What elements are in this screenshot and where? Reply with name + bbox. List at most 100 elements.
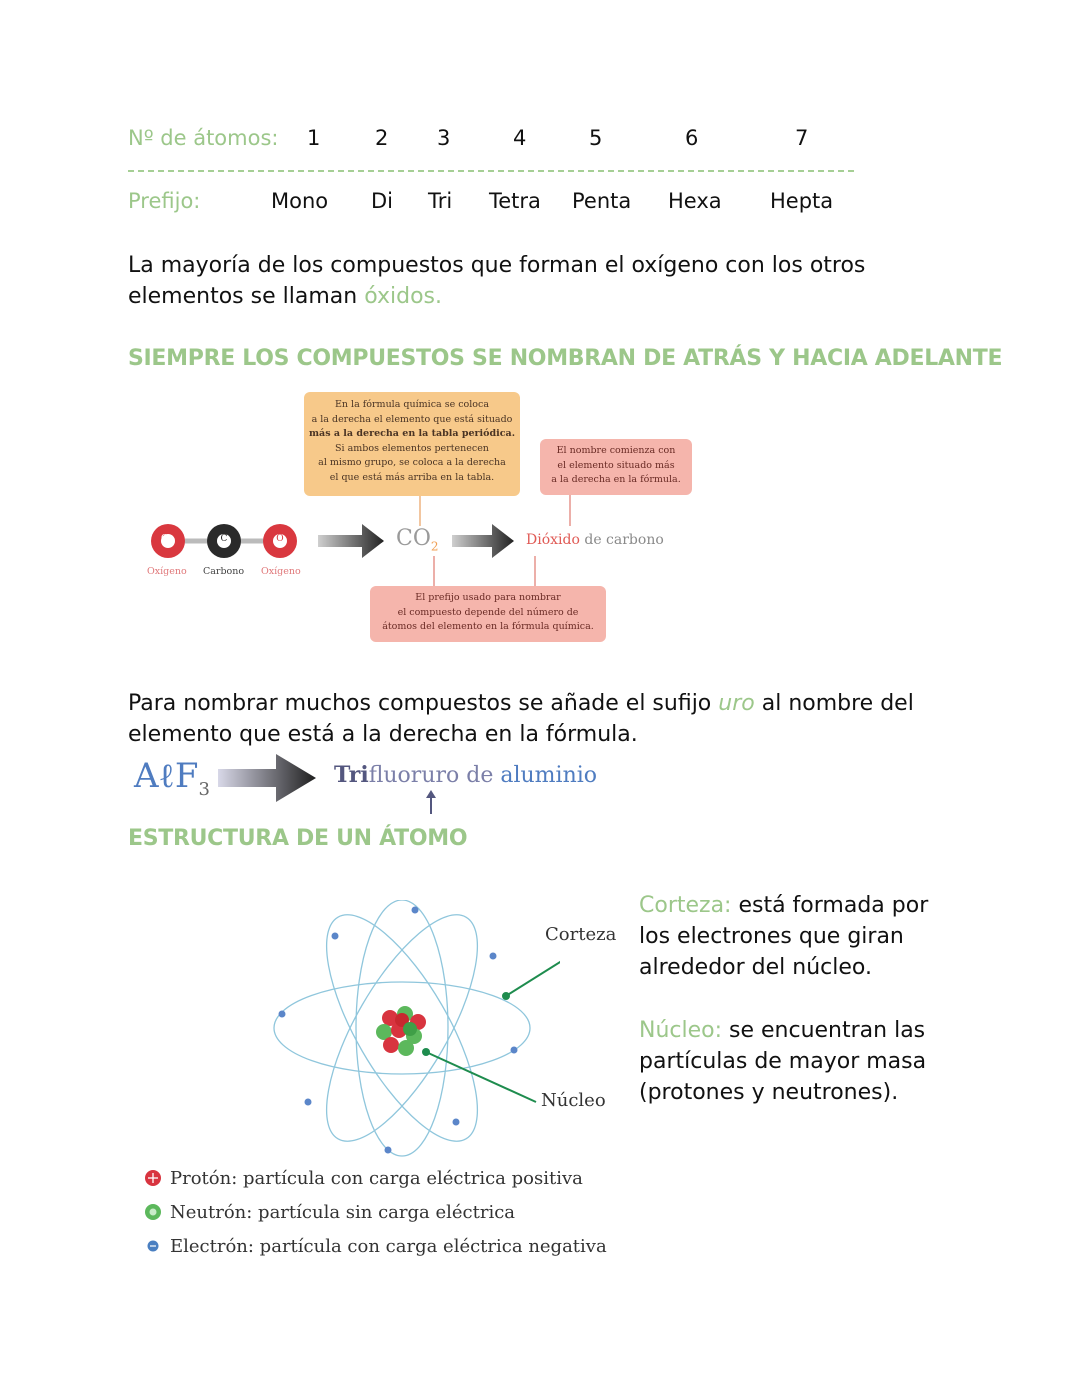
suffix-line-1a: Para nombrar muchos compuestos se añade … xyxy=(128,691,712,716)
suffix-line-1: Para nombrar muchos compuestos se añade … xyxy=(128,688,988,719)
alf3-name-end: aluminio xyxy=(500,763,598,788)
suffix-line-1b: al nombre del xyxy=(761,691,914,716)
corteza-term: Corteza: xyxy=(639,893,732,918)
carbon-atom xyxy=(207,524,241,558)
prefix-rule-line: el compuesto depende del número de xyxy=(397,606,579,618)
alf3-formula: AℓF3 xyxy=(134,756,210,800)
legend-proton-text: Protón: partícula con carga eléctrica po… xyxy=(170,1168,583,1189)
suffix-line-2: elemento que está a la derecha en la fór… xyxy=(128,722,638,747)
nucleo-term: Núcleo: xyxy=(639,1018,723,1043)
heading-atom-structure: ESTRUCTURA DE UN ÁTOMO xyxy=(128,826,468,851)
co2-name-prefix: Dióxido xyxy=(526,532,580,548)
suffix-word: uro xyxy=(718,691,755,716)
atom-letter-c-text: C xyxy=(220,534,228,544)
atom-count-2: 2 xyxy=(375,126,389,150)
corteza-pointer-dot xyxy=(502,992,510,1000)
co2-naming-diagram: En la fórmula química se coloca a la der… xyxy=(140,390,700,650)
nucleo-desc-line-3: (protones y neutrones). xyxy=(639,1080,899,1105)
co2-name: Dióxido de carbono xyxy=(526,532,664,548)
atom-letter-o-right: O xyxy=(273,534,287,544)
atom-diagram xyxy=(273,900,560,1157)
suffix-pointer-icon xyxy=(426,790,436,814)
prefix-hexa: Hexa xyxy=(668,189,722,213)
prefix-hepta: Hepta xyxy=(770,189,834,213)
formula-rule-box: En la fórmula química se coloca a la der… xyxy=(304,392,520,496)
prefix-rule-line: El prefijo usado para nombrar xyxy=(415,592,561,603)
prefix-di: Di xyxy=(371,189,394,213)
legend-electron: Electrón: partícula con carga eléctrica … xyxy=(145,1236,607,1257)
formula-rule-line: Si ambos elementos pertenecen xyxy=(335,442,489,454)
legend-neutron: Neutrón: partícula sin carga eléctrica xyxy=(145,1202,515,1223)
neutron-icon xyxy=(145,1204,161,1220)
oxides-paragraph: La mayoría de los compuestos que forman … xyxy=(128,250,988,312)
oxides-line-2-text: elementos se llaman xyxy=(128,284,358,309)
arrow-icon xyxy=(452,524,514,558)
prefix-tri: Tri xyxy=(428,189,453,213)
oxygen-atom-left xyxy=(151,524,185,558)
corteza-pointer xyxy=(505,960,560,997)
atom-name-oxygen-right: Oxígeno xyxy=(261,566,301,577)
atom-letter-o-right-text: O xyxy=(276,534,284,544)
name-start-rule-line: El nombre comienza con xyxy=(556,445,676,456)
corteza-desc-text: está formada por xyxy=(731,893,929,918)
prefix-rule-box: El prefijo usado para nombrar el compues… xyxy=(370,586,606,642)
atom-count-1: 1 xyxy=(307,126,321,150)
prefix-mono: Mono xyxy=(271,189,329,213)
alf3-name: Trifluoruro de aluminio xyxy=(334,762,597,788)
legend-electron-text: Electrón: partícula con carga eléctrica … xyxy=(170,1236,607,1257)
nucleo-pointer-dot xyxy=(422,1048,430,1056)
formula-rule-line: al mismo grupo, se coloca a la derecha xyxy=(318,457,506,468)
co2-formula-subscript: 2 xyxy=(430,539,439,554)
corteza-desc-line-2: los electrones que giran xyxy=(639,924,904,949)
name-start-rule-box: El nombre comienza con el elemento situa… xyxy=(540,439,692,495)
nucleo-label: Núcleo xyxy=(541,1090,606,1111)
formula-rule-line: el que está más arriba en la tabla. xyxy=(329,471,495,483)
formula-rule-line: a la derecha el elemento que está situad… xyxy=(311,413,513,425)
alf3-formula-main: AℓF xyxy=(134,756,199,796)
nucleo-description: Núcleo: se encuentran las partículas de … xyxy=(639,1015,959,1108)
nucleo-desc-line-2: partículas de mayor masa xyxy=(639,1049,927,1074)
nucleo-desc-text: se encuentran las xyxy=(722,1018,926,1043)
atom-count-5: 5 xyxy=(589,126,603,150)
electron-orbits xyxy=(273,900,531,1157)
formula-rule-line: En la fórmula química se coloca xyxy=(334,399,489,410)
name-start-rule-line: a la derecha en la fórmula. xyxy=(551,474,681,485)
atom-count-7: 7 xyxy=(795,126,809,150)
alf3-name-prefix: Tri xyxy=(334,762,369,788)
atoms-label: Nº de átomos: xyxy=(128,126,279,150)
nucleo-pointer xyxy=(425,1051,537,1103)
electron-icon xyxy=(147,1240,159,1252)
atom-count-4: 4 xyxy=(513,126,527,150)
oxides-line-1: La mayoría de los compuestos que forman … xyxy=(128,253,866,278)
atom-name-oxygen-left: Oxígeno xyxy=(147,566,187,577)
prefix-label: Prefijo: xyxy=(128,189,201,213)
corteza-label: Corteza xyxy=(545,924,617,945)
corteza-desc-line-1: Corteza: está formada por xyxy=(639,890,959,921)
prefix-tetra: Tetra xyxy=(489,189,541,213)
nucleus xyxy=(376,1006,426,1056)
prefix-rule-line: átomos del elemento en la fórmula químic… xyxy=(382,621,594,632)
co2-formula-main: CO xyxy=(396,526,431,551)
atom-letter-o-left: O xyxy=(161,534,169,544)
legend-neutron-text: Neutrón: partícula sin carga eléctrica xyxy=(170,1202,516,1223)
suffix-paragraph: Para nombrar muchos compuestos se añade … xyxy=(128,688,988,750)
legend-proton: Protón: partícula con carga eléctrica po… xyxy=(145,1168,583,1189)
formula-rule-line: más a la derecha en la tabla periódica. xyxy=(308,428,515,439)
dashed-divider xyxy=(128,170,854,172)
electrons xyxy=(278,906,518,1154)
atom-count-3: 3 xyxy=(437,126,451,150)
co2-diagram-graphics xyxy=(151,495,571,586)
arrow-icon xyxy=(318,524,384,558)
atom-count-6: 6 xyxy=(685,126,699,150)
corteza-desc-line-3: alrededor del núcleo. xyxy=(639,955,872,980)
heading-naming-order: SIEMPRE LOS COMPUESTOS SE NOMBRAN DE ATR… xyxy=(128,346,1003,371)
nucleo-desc-line-1: Núcleo: se encuentran las xyxy=(639,1015,959,1046)
atom-letter-c: C xyxy=(217,534,231,544)
co2-name-rest: de carbono xyxy=(579,532,664,548)
atom-name-carbon: Carbono xyxy=(203,566,245,577)
oxygen-atom-right xyxy=(263,524,297,558)
alf3-formula-subscript: 3 xyxy=(198,778,210,800)
oxides-highlight: óxidos. xyxy=(364,284,442,309)
oxides-line-2: elementos se llaman óxidos. xyxy=(128,281,988,312)
proton-icon xyxy=(145,1170,161,1186)
